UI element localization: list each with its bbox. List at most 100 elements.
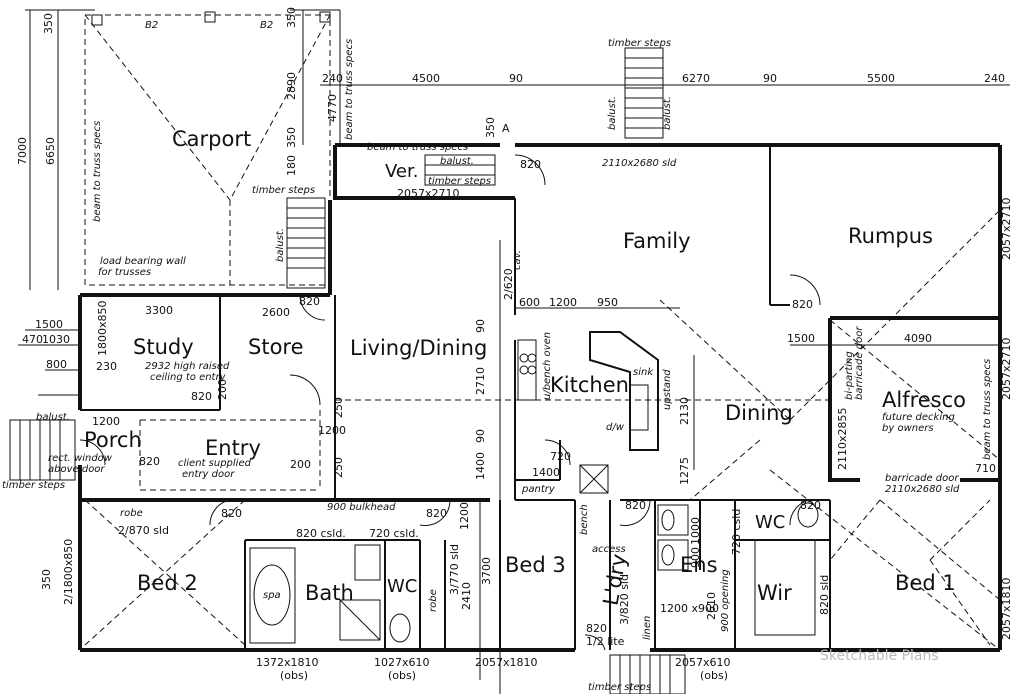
- dim-820csld: 820 csld.: [296, 527, 346, 540]
- note-raised-1: 2932 high raised: [145, 361, 230, 372]
- kitchen-island: [517, 331, 659, 494]
- note-pantry: pantry: [521, 484, 556, 495]
- dim-2057x2710b: 2057x2710: [1000, 198, 1013, 261]
- dim-3300: 3300: [145, 304, 173, 317]
- dim-1027obs: (obs): [388, 669, 416, 682]
- dim-2710: 2710: [474, 367, 487, 395]
- room-bed2: Bed 2: [137, 571, 198, 595]
- timber-steps-bottom: [609, 654, 686, 694]
- dim-1030: 1030: [42, 333, 70, 346]
- dim-5500: 5500: [867, 72, 895, 85]
- room-carport: Carport: [172, 127, 251, 151]
- dim-2610: 2610: [705, 592, 718, 620]
- note-dw: d/w: [606, 422, 625, 433]
- note-robe2: robe: [428, 589, 439, 612]
- dim-1400b: 1400: [532, 466, 560, 479]
- note-spa: spa: [263, 590, 281, 601]
- dim-350b: 350: [285, 7, 298, 28]
- dimension-labels: 350 350 2890 4770 350 180 240 4500 90 62…: [16, 7, 1013, 682]
- dim-2890: 2890: [285, 72, 298, 100]
- room-entry: Entry: [205, 436, 261, 460]
- room-wc2: WC: [755, 512, 785, 533]
- dim-1200c: 1200: [318, 424, 346, 437]
- dim-1800x850a: 1800x850: [96, 300, 109, 356]
- dim-250a: 250: [332, 397, 345, 418]
- dim-90d: 90: [474, 429, 487, 443]
- note-balust-1: balust.: [607, 96, 618, 130]
- note-barricade: barricade door: [885, 473, 959, 484]
- dim-240b: 240: [984, 72, 1005, 85]
- dim-1000: 1000: [689, 517, 702, 545]
- room-ens: Ens: [680, 553, 718, 577]
- dim-720: 720: [550, 450, 571, 463]
- dim-240a: 240: [322, 72, 343, 85]
- dim-820h: 820: [426, 507, 447, 520]
- room-living-dining: Living/Dining: [350, 336, 487, 360]
- note-future-2: by owners: [882, 423, 934, 434]
- dim-250b: 250: [332, 457, 345, 478]
- dim-600: 600: [519, 296, 540, 309]
- dim-1200x900: 1200 x900: [660, 602, 719, 615]
- note-raised-2: ceiling to entry: [150, 372, 227, 383]
- note-access: access: [592, 544, 626, 555]
- carport-area: [84, 11, 341, 286]
- timber-steps-porch: [9, 419, 76, 481]
- dim-2057x1810a: 2057x1810: [475, 656, 538, 669]
- note-load-bearing-2: for trusses: [98, 267, 151, 278]
- dim-2057x610obs: (obs): [700, 669, 728, 682]
- dim-2620: 2/620: [502, 268, 515, 300]
- room-labels: Carport Study Store Living/Dining Family…: [84, 127, 966, 607]
- dim-1500b: 1500: [787, 332, 815, 345]
- dim-1372: 1372x1810: [256, 656, 319, 669]
- dim-900: 900: [689, 547, 702, 568]
- dim-A: A: [502, 122, 510, 135]
- note-b2-b: B2: [260, 20, 273, 31]
- dim-820i: 820: [625, 499, 646, 512]
- dim-2-1800x850: 2/1800x850: [62, 539, 75, 605]
- dim-1200a: 1200: [549, 296, 577, 309]
- dim-470: 470: [22, 333, 43, 346]
- dim-2110x2855: 2110x2855: [836, 408, 849, 471]
- dim-950: 950: [597, 296, 618, 309]
- note-upstand: upstand: [662, 369, 673, 410]
- watermark: Sketchable Plans: [820, 648, 939, 664]
- room-kitchen: Kitchen: [550, 373, 629, 397]
- dim-1275: 1275: [678, 457, 691, 485]
- dim-90a: 90: [509, 72, 523, 85]
- timber-steps-top: [624, 47, 664, 139]
- dim-6650: 6650: [44, 137, 57, 165]
- dim-7000: 7000: [16, 137, 29, 165]
- dim-1500a: 1500: [35, 318, 63, 331]
- dim-3700: 3700: [480, 557, 493, 585]
- dim-4090: 4090: [904, 332, 932, 345]
- dim-2870: 2/870 sld: [118, 524, 169, 537]
- dim-820e: 820: [139, 455, 160, 468]
- dim-1027: 1027x610: [374, 656, 430, 669]
- note-b2-a: B2: [145, 20, 158, 31]
- dim-820sld: 820 sld: [818, 575, 831, 615]
- dim-820c: 820: [191, 390, 212, 403]
- note-bench-oven: u/bench oven: [542, 332, 553, 400]
- dim-820l: 820: [586, 622, 607, 635]
- note-timber-steps-bottom: timber steps: [588, 682, 651, 693]
- dim-6270: 6270: [682, 72, 710, 85]
- room-wir: Wir: [757, 581, 792, 605]
- dim-820j: 820: [800, 499, 821, 512]
- note-sld-top: 2110x2680 sld: [602, 158, 677, 169]
- room-dining: Dining: [725, 401, 793, 425]
- dim-180: 180: [285, 155, 298, 176]
- timber-steps-ver: [424, 154, 496, 186]
- room-family: Family: [623, 229, 691, 253]
- note-bulkhead: 900 bulkhead: [327, 502, 396, 513]
- dim-90b: 90: [763, 72, 777, 85]
- note-beam-right: beam to truss specs: [982, 359, 993, 460]
- dim-350d: 350: [484, 117, 497, 138]
- note-sink: sink: [633, 367, 654, 378]
- note-beam-left: beam to truss specs: [92, 121, 103, 222]
- room-bed3: Bed 3: [505, 553, 566, 577]
- roof-diagonals: [84, 209, 1001, 651]
- dim-1372obs: (obs): [280, 669, 308, 682]
- note-opening: 900 opening: [720, 569, 731, 632]
- room-wc1: WC: [387, 576, 417, 597]
- dim-2410: 2410: [460, 582, 473, 610]
